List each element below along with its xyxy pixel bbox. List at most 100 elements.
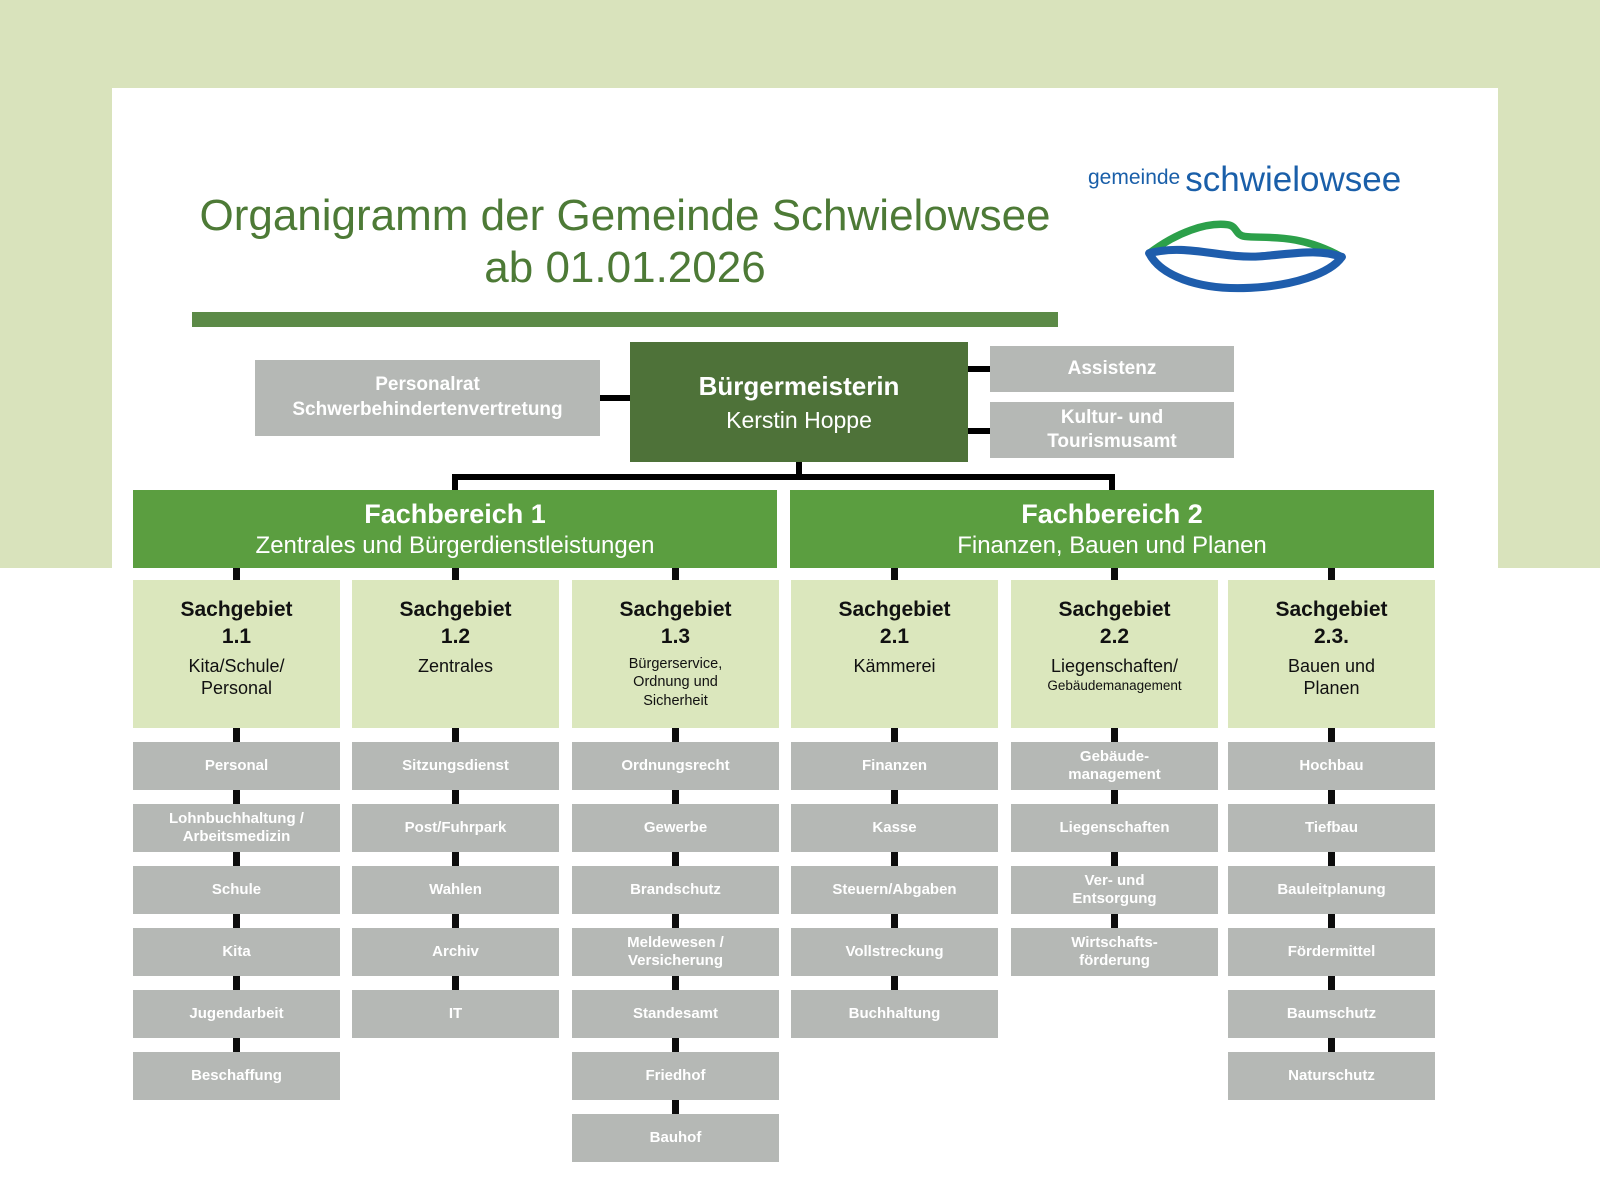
- org-unit-box: Ver- und Entsorgung: [1011, 866, 1218, 914]
- org-unit-box: Archiv: [352, 928, 559, 976]
- connector-dash: [452, 852, 459, 866]
- connector-kultur: [968, 428, 990, 434]
- connector-dash: [233, 976, 240, 990]
- org-unit-box: Bauhof: [572, 1114, 779, 1162]
- sachgebiet-kicker: Sachgebiet: [1275, 598, 1388, 621]
- connector-dash: [1328, 790, 1335, 804]
- fachbereich-2-bar: Fachbereich 2 Finanzen, Bauen und Planen: [790, 490, 1434, 568]
- org-unit-box: Sitzungsdienst: [352, 742, 559, 790]
- connector-dash: [891, 790, 898, 804]
- org-unit-box: Meldewesen / Versicherung: [572, 928, 779, 976]
- sachgebiet-name-small: Gebäudemanagement: [1047, 678, 1182, 694]
- connector-dash: [233, 914, 240, 928]
- connector-dash: [891, 568, 898, 580]
- org-unit-box: Buchhaltung: [791, 990, 998, 1038]
- kultur-tourismus-box: Kultur- und Tourismusamt: [990, 402, 1234, 458]
- connector-personalrat: [600, 395, 630, 401]
- sachgebiet-number: 1.2: [440, 625, 471, 649]
- org-unit-box: Brandschutz: [572, 866, 779, 914]
- logo-wordmark: gemeinde schwielowsee: [1088, 160, 1438, 200]
- org-unit-box: Post/Fuhrpark: [352, 804, 559, 852]
- connector-to-fachbereich-1: [452, 474, 458, 491]
- fachbereich-1-subtitle: Zentrales und Bürgerdienstleistungen: [255, 531, 655, 559]
- sachgebiet-name: Liegenschaften/Gebäudemanagement: [1011, 655, 1218, 695]
- sachgebiet-number: 1.3: [660, 625, 691, 649]
- connector-dash: [233, 568, 240, 580]
- connector-dash: [1111, 914, 1118, 928]
- sachgebiet-column-2-3: Sachgebiet 2.3. Bauen und Planen Hochbau…: [1228, 568, 1435, 1100]
- sachgebiet-number: 2.2: [1099, 625, 1130, 649]
- fachbereich-2-subtitle: Finanzen, Bauen und Planen: [957, 531, 1267, 559]
- connector-dash: [233, 790, 240, 804]
- connector-dash: [1111, 852, 1118, 866]
- sachgebiet-1-2-header: Sachgebiet 1.2 Zentrales: [352, 580, 559, 728]
- connector-dash: [1328, 568, 1335, 580]
- connector-dash: [1328, 852, 1335, 866]
- org-unit-box: Standesamt: [572, 990, 779, 1038]
- org-unit-box: Gebäude- management: [1011, 742, 1218, 790]
- connector-dash: [1328, 1038, 1335, 1052]
- sachgebiet-name: Kämmerei: [853, 655, 936, 676]
- sachgebiet-2-1-header: Sachgebiet 2.1 Kämmerei: [791, 580, 998, 728]
- org-unit-box: Liegenschaften: [1011, 804, 1218, 852]
- sachgebiet-kicker: Sachgebiet: [399, 598, 512, 621]
- org-unit-box: Kita: [133, 928, 340, 976]
- connector-dash: [452, 790, 459, 804]
- connector-dash: [233, 728, 240, 742]
- org-unit-box: Ordnungsrecht: [572, 742, 779, 790]
- lips-lake-icon: [1145, 220, 1346, 293]
- org-unit-box: Gewerbe: [572, 804, 779, 852]
- sachgebiet-number: 1.1: [221, 625, 252, 649]
- sachgebiet-name: Bürgerservice, Ordnung und Sicherheit: [628, 655, 723, 710]
- sachgebiet-number: 2.3.: [1313, 625, 1350, 649]
- sachgebiet-kicker: Sachgebiet: [838, 598, 951, 621]
- mayor-box: Bürgermeisterin Kerstin Hoppe: [630, 342, 968, 462]
- connector-dash: [1328, 976, 1335, 990]
- fachbereich-2-title: Fachbereich 2: [1021, 498, 1203, 529]
- connector-dash: [452, 914, 459, 928]
- sachgebiet-kicker: Sachgebiet: [1058, 598, 1171, 621]
- connector-dash: [233, 1038, 240, 1052]
- connector-dash: [672, 914, 679, 928]
- org-unit-box: Kasse: [791, 804, 998, 852]
- org-unit-box: Jugendarbeit: [133, 990, 340, 1038]
- connector-dash: [452, 976, 459, 990]
- org-unit-box: Friedhof: [572, 1052, 779, 1100]
- municipality-logo: gemeinde schwielowsee: [1088, 160, 1438, 303]
- sachgebiet-column-1-1: Sachgebiet 1.1 Kita/Schule/ Personal Per…: [133, 568, 340, 1100]
- org-unit-box: Finanzen: [791, 742, 998, 790]
- sachgebiet-name: Kita/Schule/ Personal: [188, 655, 285, 699]
- connector-mayor-down: [796, 462, 802, 477]
- connector-to-fachbereich-2: [1109, 474, 1115, 491]
- sachgebiet-1-3-header: Sachgebiet 1.3 Bürgerservice, Ordnung un…: [572, 580, 779, 728]
- fachbereich-1-title: Fachbereich 1: [364, 498, 546, 529]
- sachgebiet-column-2-2: Sachgebiet 2.2 Liegenschaften/Gebäudeman…: [1011, 568, 1218, 976]
- connector-dash: [672, 790, 679, 804]
- connector-dash: [672, 1100, 679, 1114]
- org-unit-box: Wahlen: [352, 866, 559, 914]
- title-divider-bar: [192, 312, 1058, 327]
- sachgebiet-column-2-1: Sachgebiet 2.1 Kämmerei Finanzen Kasse S…: [791, 568, 998, 1038]
- logo-word-schwielowsee: schwielowsee: [1185, 160, 1402, 199]
- connector-dash: [672, 1038, 679, 1052]
- org-unit-box: Steuern/Abgaben: [791, 866, 998, 914]
- org-unit-box: Tiefbau: [1228, 804, 1435, 852]
- connector-dash: [672, 728, 679, 742]
- connector-horizontal-span: [452, 474, 1115, 480]
- org-unit-box: IT: [352, 990, 559, 1038]
- org-unit-box: Lohnbuchhaltung / Arbeitsmedizin: [133, 804, 340, 852]
- connector-dash: [233, 852, 240, 866]
- org-unit-box: Baumschutz: [1228, 990, 1435, 1038]
- assistenz-box: Assistenz: [990, 346, 1234, 392]
- sachgebiet-column-1-3: Sachgebiet 1.3 Bürgerservice, Ordnung un…: [572, 568, 779, 1162]
- connector-dash: [1328, 728, 1335, 742]
- logo-word-gemeinde: gemeinde: [1088, 166, 1181, 189]
- connector-dash: [1328, 914, 1335, 928]
- connector-dash: [672, 568, 679, 580]
- org-unit-box: Beschaffung: [133, 1052, 340, 1100]
- sachgebiet-column-1-2: Sachgebiet 1.2 Zentrales Sitzungsdienst …: [352, 568, 559, 1038]
- sachgebiet-number: 2.1: [879, 625, 910, 649]
- connector-assistenz: [968, 366, 990, 372]
- sachgebiet-name: Zentrales: [417, 655, 494, 676]
- connector-dash: [891, 852, 898, 866]
